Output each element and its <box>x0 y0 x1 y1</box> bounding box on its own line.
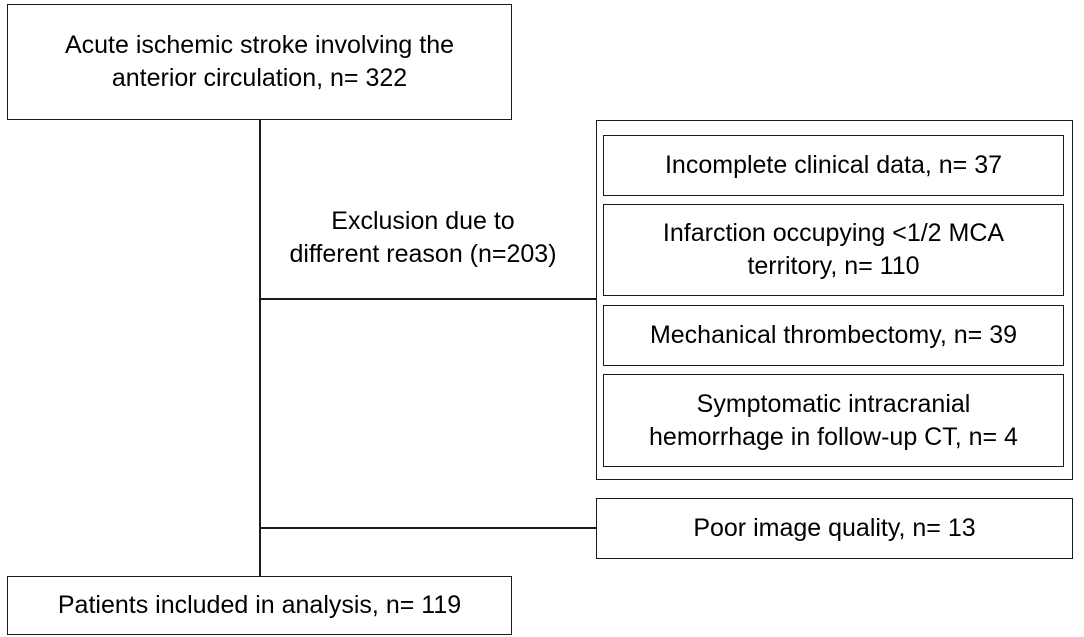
exclusion-reason-infarction-territory: Infarction occupying <1/2 MCA territory,… <box>603 204 1064 296</box>
exclusion-label: Exclusion due to different reason (n=203… <box>255 205 591 271</box>
poor-image-quality-box: Poor image quality, n= 13 <box>596 498 1073 559</box>
exclusion-label-line-1: Exclusion due to <box>331 207 515 235</box>
exclusion-branch-line <box>259 298 597 300</box>
main-flow-line <box>259 119 261 577</box>
exclusion-reason-line: hemorrhage in follow-up CT, n= 4 <box>649 422 1018 451</box>
exclusion-reason-line: Symptomatic intracranial <box>696 389 971 418</box>
exclusion-reason-hemorrhage: Symptomatic intracranial hemorrhage in f… <box>603 374 1064 467</box>
start-line-2: anterior circulation, n= 322 <box>111 64 408 92</box>
included-patients-box: Patients included in analysis, n= 119 <box>7 576 512 635</box>
exclusion-reason-line: territory, n= 110 <box>747 252 920 280</box>
exclusion-reason-line: Mechanical thrombectomy, n= 39 <box>649 321 1018 349</box>
exclusion-label-line-2: different reason (n=203) <box>289 240 557 268</box>
included-patients-line: Patients included in analysis, n= 119 <box>57 591 462 619</box>
start-line-1: Acute ischemic stroke involving the <box>64 31 455 59</box>
poor-image-quality-line: Poor image quality, n= 13 <box>693 514 976 542</box>
exclusion-reason-thrombectomy: Mechanical thrombectomy, n= 39 <box>603 305 1064 366</box>
start-box: Acute ischemic stroke involving the ante… <box>7 4 512 120</box>
exclusion-reason-line: Incomplete clinical data, n= 37 <box>664 151 1002 179</box>
poor-quality-branch-line <box>259 527 597 529</box>
exclusion-reason-line: Infarction occupying <1/2 MCA <box>662 219 1005 247</box>
exclusion-reason-incomplete-data: Incomplete clinical data, n= 37 <box>603 135 1064 196</box>
